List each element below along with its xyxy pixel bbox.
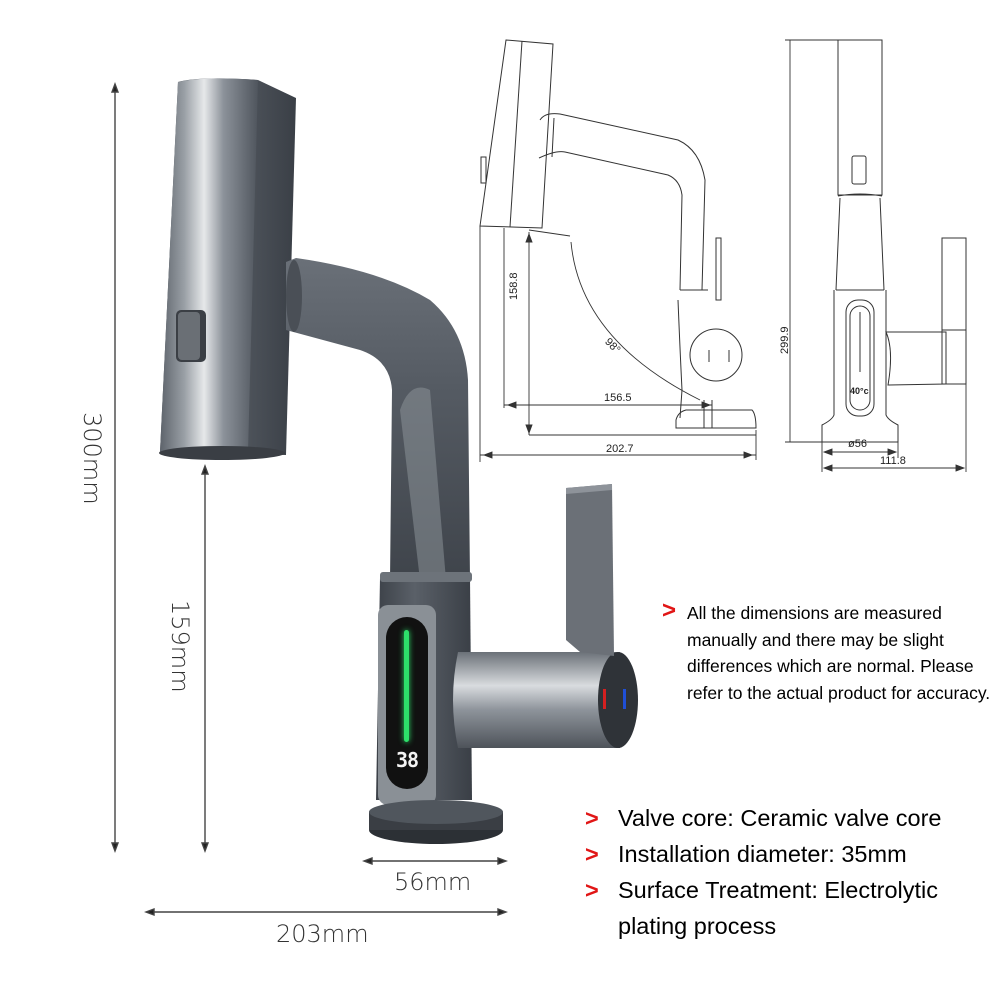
- chevron-right-icon: >: [585, 805, 599, 831]
- spec-item-installation-diameter: > Installation diameter: 35mm: [585, 836, 995, 872]
- spec-text: Surface Treatment: Electrolytic plating …: [618, 877, 938, 939]
- spec-text: Valve core: Ceramic valve core: [618, 805, 942, 831]
- spec-item-surface-treatment: > Surface Treatment: Electrolytic platin…: [585, 872, 995, 944]
- hot-marker: [603, 689, 606, 709]
- faucet-lever: [566, 484, 614, 656]
- cold-marker: [623, 689, 626, 709]
- dimension-disclaimer: > All the dimensions are measured manual…: [662, 597, 992, 706]
- spec-list: > Valve core: Ceramic valve core > Insta…: [585, 800, 995, 944]
- base-diameter-label: 56mm: [394, 868, 472, 896]
- spec-item-valve-core: > Valve core: Ceramic valve core: [585, 800, 995, 836]
- handle-cap: [598, 652, 638, 748]
- overall-length-label: 202.7: [606, 443, 634, 455]
- front-display-reading: 40°c: [850, 386, 869, 396]
- spout-reach-label: 156.5: [604, 392, 632, 404]
- chevron-right-icon: >: [585, 841, 599, 867]
- spec-text: Installation diameter: 35mm: [618, 841, 907, 867]
- temperature-bar: [404, 630, 409, 742]
- chevron-right-icon: >: [585, 877, 599, 903]
- overall-height-label: 299.9: [779, 326, 791, 354]
- disclaimer-text: All the dimensions are measured manually…: [687, 603, 991, 703]
- total-reach-label: 203mm: [276, 920, 369, 948]
- front-base-diameter-label: ø56: [848, 438, 867, 450]
- chevron-right-icon: >: [662, 597, 677, 624]
- temperature-display: 38: [386, 617, 428, 789]
- temperature-readout: 38: [395, 748, 419, 772]
- overall-width-label: 111.8: [880, 455, 906, 467]
